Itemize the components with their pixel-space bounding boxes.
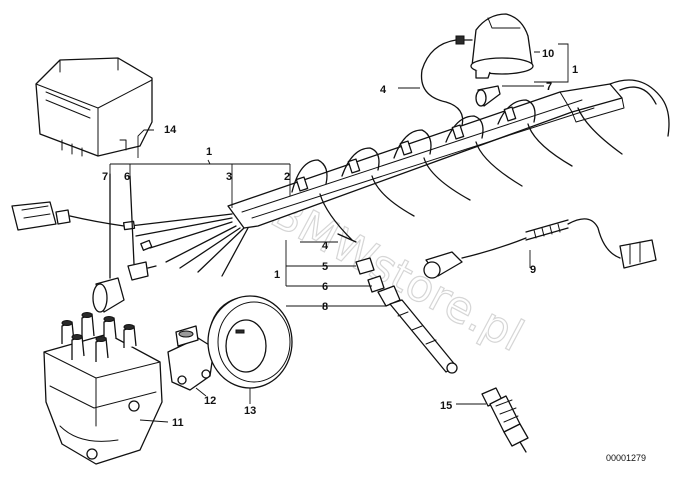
part-13-pulley[interactable] bbox=[207, 295, 293, 389]
part-6-small-plug[interactable] bbox=[127, 175, 157, 281]
callout-4-top: 4 bbox=[380, 84, 387, 96]
callout-7-right: 7 bbox=[546, 81, 552, 93]
callout-11: 11 bbox=[172, 417, 184, 429]
part-harness-connector-plug[interactable] bbox=[11, 201, 125, 231]
svg-text:BMWstore.pl: BMWstore.pl bbox=[263, 187, 532, 362]
part-7-coil-boot[interactable] bbox=[92, 173, 125, 313]
callout-3: 3 bbox=[226, 171, 232, 183]
callout-labels: 14 1 7 6 3 2 10 1 4 7 4 5 1 6 8 9 11 12 … bbox=[102, 48, 578, 429]
callout-1-right: 1 bbox=[572, 64, 578, 76]
callout-4-mid: 4 bbox=[322, 240, 329, 252]
callout-1-mid: 1 bbox=[274, 269, 280, 281]
callout-9: 9 bbox=[530, 264, 536, 276]
callout-10: 10 bbox=[542, 48, 554, 60]
part-4-coil-lead[interactable] bbox=[420, 39, 464, 133]
callout-8: 8 bbox=[322, 301, 328, 313]
callout-15: 15 bbox=[440, 400, 452, 412]
part-7-connector-top[interactable] bbox=[475, 85, 501, 107]
part-14-control-unit[interactable] bbox=[35, 57, 153, 157]
leader-lines bbox=[109, 43, 569, 423]
callout-5: 5 bbox=[322, 261, 328, 273]
document-number: 00001279 bbox=[606, 453, 646, 463]
callout-7-left: 7 bbox=[102, 171, 108, 183]
callout-1-top: 1 bbox=[206, 146, 212, 158]
callout-6-left: 6 bbox=[124, 171, 130, 183]
part-spark-plug-connector[interactable] bbox=[337, 233, 458, 374]
part-11-distributor[interactable] bbox=[43, 312, 163, 465]
part-15-spark-plug[interactable] bbox=[481, 387, 529, 453]
callout-12: 12 bbox=[204, 395, 216, 407]
part-10-coil-cap[interactable] bbox=[455, 13, 534, 79]
watermark: BMWstore.pl bbox=[262, 186, 532, 362]
callout-2: 2 bbox=[284, 171, 290, 183]
callout-6-mid: 6 bbox=[322, 281, 328, 293]
part-12-rotor[interactable] bbox=[167, 325, 215, 391]
callout-14: 14 bbox=[164, 124, 177, 136]
part-3-wiring-harness[interactable] bbox=[122, 79, 670, 277]
part-9-sensor[interactable] bbox=[423, 218, 657, 279]
callout-13: 13 bbox=[244, 405, 256, 417]
